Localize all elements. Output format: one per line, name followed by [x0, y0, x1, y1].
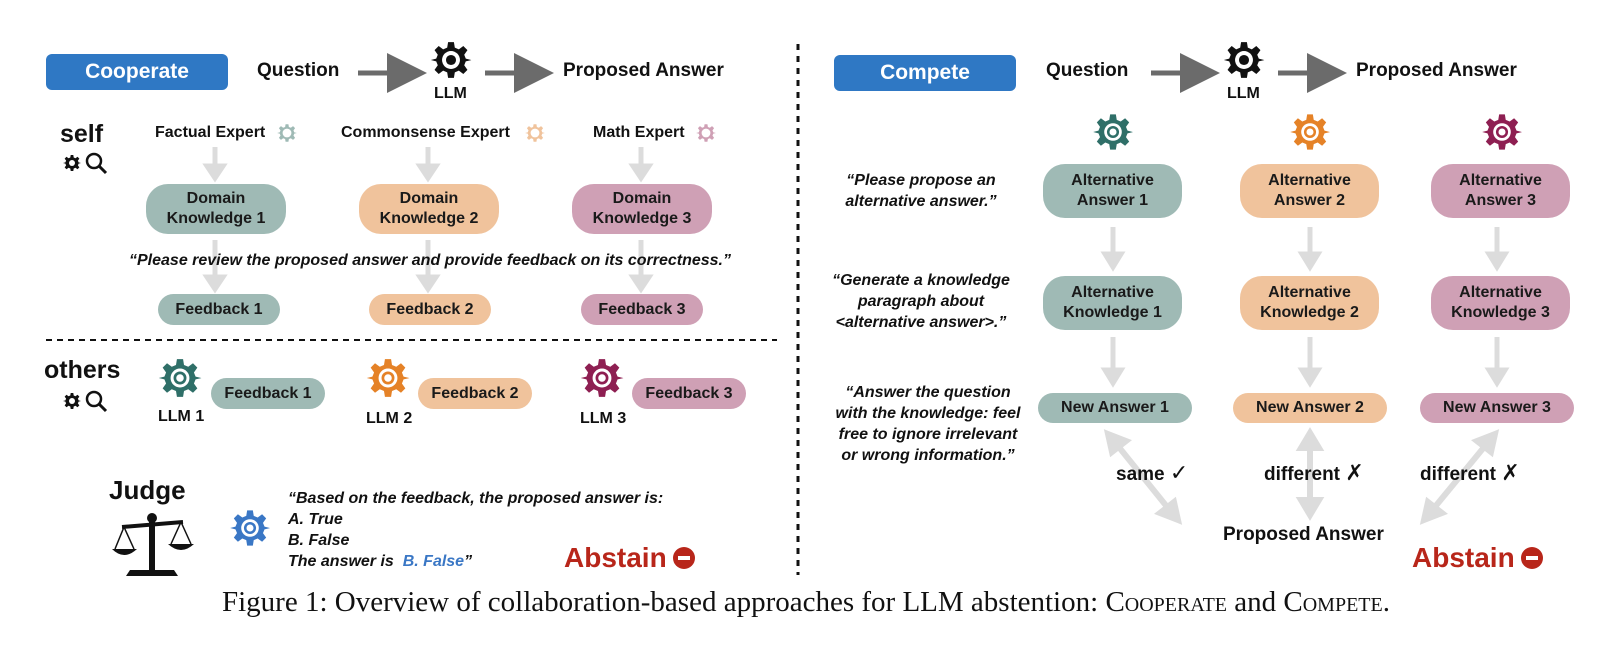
alternative-knowledge-1: Alternative Knowledge 1	[1043, 276, 1182, 330]
relation-2: different ✗	[1264, 460, 1364, 486]
caption-middle: and	[1227, 586, 1284, 618]
factual-expert-gear-icon	[277, 124, 297, 142]
new-answer-3: New Answer 3	[1420, 393, 1574, 423]
relation-2-label: different	[1264, 464, 1340, 485]
review-prompt: “Please review the proposed answer and p…	[129, 252, 731, 269]
compete-llm-label: LLM	[1227, 85, 1260, 102]
relation-3-label: different	[1420, 464, 1496, 485]
judge-gear-icon	[230, 510, 270, 546]
math-expert-gear-icon	[696, 124, 716, 142]
others-feedback-3: Feedback 3	[632, 378, 746, 409]
factual-expert-label: Factual Expert	[155, 124, 266, 141]
judge-prompt-line1: “Based on the feedback, the proposed ans…	[288, 490, 664, 507]
new-answer-1: New Answer 1	[1038, 393, 1192, 423]
judge-answer-suffix: ”	[464, 553, 473, 570]
compete-tag: Compete	[834, 55, 1016, 91]
llm-gear-icon	[1223, 42, 1265, 78]
caption-compete: Compete	[1283, 586, 1383, 618]
alternative-knowledge-3: Alternative Knowledge 3	[1431, 276, 1570, 330]
others-gear-magnifier-icon	[63, 390, 108, 413]
figure-caption: Figure 1: Overview of collaboration-base…	[0, 586, 1612, 619]
cooperate-proposed-answer-label: Proposed Answer	[563, 60, 724, 81]
judge-answer-prefix: The answer is	[288, 553, 394, 570]
relation-1: same ✓	[1116, 460, 1188, 486]
caption-prefix: Figure 1: Overview of collaboration-base…	[222, 586, 1106, 618]
prompt-answer-with-knowledge: “Answer the question with the knowledge:…	[835, 384, 1021, 464]
alternative-answer-2: Alternative Answer 2	[1240, 164, 1379, 218]
caption-suffix: .	[1382, 586, 1390, 618]
commonsense-expert-label: Commonsense Expert	[341, 124, 510, 141]
cross-mark-icon: ✗	[1345, 460, 1364, 485]
compete-abstain-label: Abstain	[1412, 542, 1515, 573]
others-feedback-1: Feedback 1	[211, 378, 325, 409]
math-expert-label: Math Expert	[593, 124, 685, 141]
prompt-propose-alternative: “Please propose an alternative answer.”	[845, 172, 997, 210]
new-answer-2: New Answer 2	[1233, 393, 1387, 423]
llm3-label: LLM 3	[580, 410, 627, 427]
judge-label: Judge	[109, 475, 186, 505]
cooperate-question-label: Question	[257, 60, 340, 81]
domain-knowledge-3: Domain Knowledge 3	[572, 184, 712, 234]
compete-question-label: Question	[1046, 60, 1129, 81]
judge-option-a: A. True	[288, 511, 343, 528]
relation-1-label: same	[1116, 464, 1165, 485]
llm-gear-icon	[430, 42, 472, 78]
feedback-2: Feedback 2	[369, 294, 491, 325]
judge-answer-value: B. False	[402, 553, 465, 570]
llm1-gear-icon	[158, 359, 202, 397]
compete-gear-3-icon	[1482, 114, 1522, 150]
check-mark-icon: ✓	[1169, 460, 1189, 485]
relation-3: different ✗	[1420, 460, 1520, 486]
abstain-minus-icon	[672, 547, 695, 569]
domain-knowledge-1: Domain Knowledge 1	[146, 184, 286, 234]
others-label: others	[44, 356, 121, 384]
compete-abstain: Abstain	[1412, 542, 1543, 574]
compete-proposed-answer: Proposed Answer	[1223, 524, 1384, 545]
alternative-knowledge-2: Alternative Knowledge 2	[1240, 276, 1379, 330]
prompt-generate-knowledge: “Generate a knowledge paragraph about <a…	[832, 272, 1010, 331]
judge-answer-line: The answer is B. False”	[288, 551, 663, 572]
feedback-3: Feedback 3	[581, 294, 703, 325]
judge-option-b: B. False	[288, 532, 350, 549]
llm2-label: LLM 2	[366, 410, 413, 427]
abstain-minus-icon	[1520, 547, 1543, 569]
others-feedback-2: Feedback 2	[418, 378, 532, 409]
cooperate-abstain: Abstain	[564, 542, 695, 574]
domain-knowledge-2: Domain Knowledge 2	[359, 184, 499, 234]
self-gear-magnifier-icon	[63, 152, 108, 175]
compete-gear-1-icon	[1093, 114, 1133, 150]
feedback-1: Feedback 1	[158, 294, 280, 325]
cooperate-abstain-label: Abstain	[564, 542, 667, 573]
cross-mark-icon: ✗	[1501, 460, 1520, 485]
caption-cooperate: Cooperate	[1105, 586, 1228, 618]
llm2-gear-icon	[366, 359, 410, 397]
commonsense-expert-gear-icon	[525, 124, 545, 142]
compete-proposed-answer-label: Proposed Answer	[1356, 60, 1517, 81]
compete-gear-2-icon	[1290, 114, 1330, 150]
llm1-label: LLM 1	[158, 408, 205, 425]
alternative-answer-1: Alternative Answer 1	[1043, 164, 1182, 218]
llm3-gear-icon	[580, 359, 624, 397]
self-label: self	[60, 120, 104, 148]
alternative-answer-3: Alternative Answer 3	[1431, 164, 1570, 218]
judge-prompt: “Based on the feedback, the proposed ans…	[288, 488, 663, 572]
scales-icon	[112, 513, 194, 576]
cooperate-llm-label: LLM	[434, 85, 467, 102]
cooperate-tag: Cooperate	[46, 54, 228, 90]
